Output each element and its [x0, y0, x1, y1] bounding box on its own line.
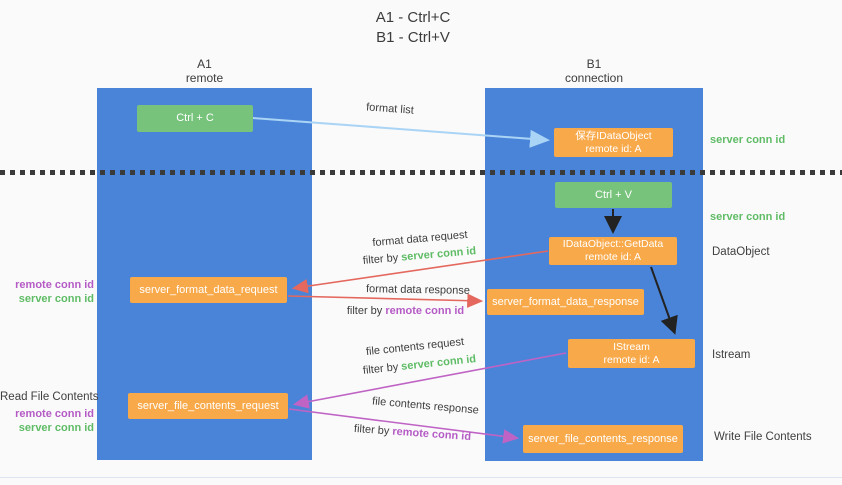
format-data-response-arrow — [287, 293, 484, 308]
ctrl-v-label: Ctrl + V — [595, 188, 632, 201]
getdata-line1: IDataObject::GetData — [562, 238, 664, 250]
read-file-contents-label: Read File Contents — [0, 391, 99, 403]
file-contents-response-label: file contents response — [371, 395, 480, 417]
ctrl-v-box: Ctrl + V — [555, 182, 672, 208]
istream-line1: IStream — [613, 340, 650, 353]
server-format-data-request-box: server_format_data_request — [130, 277, 287, 303]
format-list-label: format list — [365, 101, 415, 117]
dataobject-label: DataObject — [712, 246, 770, 258]
remote-conn-id-key: remote conn id — [391, 425, 472, 444]
getdata-box: IDataObject::GetData remote id: A — [549, 237, 677, 265]
server-file-contents-response-label: server_file_contents_response — [528, 432, 678, 445]
server-conn-id-label: server conn id — [18, 421, 94, 434]
server-file-contents-response-box: server_file_contents_response — [523, 425, 683, 453]
save-dataobject-line1: 保存IDataObject — [575, 129, 652, 142]
filter-by-text: filter by — [362, 251, 399, 267]
server-conn-id-label-top: server conn id — [710, 134, 786, 146]
title-line-1: A1 - Ctrl+C — [375, 9, 451, 26]
diagram-title: A1 - Ctrl+C B1 - Ctrl+V — [298, 8, 528, 48]
filter-by-text: filter by — [346, 305, 383, 317]
left-conn-id-pair-top: remote conn id server conn id — [0, 279, 94, 306]
server-conn-id-label: server conn id — [18, 292, 94, 305]
ctrl-c-box: Ctrl + C — [137, 105, 253, 132]
server-file-contents-request-label: server_file_contents_request — [137, 399, 279, 412]
write-file-contents-label: Write File Contents — [714, 431, 812, 443]
server-conn-id-key: server conn id — [400, 245, 477, 264]
filter-by-text: filter by — [362, 361, 399, 377]
save-dataobject-box: 保存IDataObject remote id: A — [554, 128, 673, 157]
title-line-2: B1 - Ctrl+V — [376, 29, 450, 46]
filter-by-text: filter by — [353, 422, 390, 438]
b1-subtitle: connection — [564, 71, 624, 85]
server-format-data-response-label: server_format_data_response — [492, 295, 639, 308]
istream-box: IStream remote id: A — [568, 339, 695, 368]
remote-conn-id-label: remote conn id — [15, 408, 94, 420]
server-conn-id-label-mid: server conn id — [710, 211, 786, 223]
istream-label: Istream — [712, 349, 751, 361]
left-conn-id-pair-bottom: remote conn id server conn id — [0, 408, 94, 435]
getdata-line2: remote id: A — [584, 251, 642, 263]
a1-subtitle: remote — [185, 71, 224, 85]
b1-column-header: B1 connection — [485, 57, 703, 85]
copy-paste-divider — [0, 170, 842, 175]
remote-conn-id-key: remote conn id — [385, 305, 465, 317]
save-dataobject-line2: remote id: A — [585, 142, 642, 155]
ctrl-c-label: Ctrl + C — [176, 112, 214, 124]
a1-name: A1 — [197, 57, 212, 71]
bottom-hairline — [0, 477, 842, 478]
server-format-data-response-box: server_format_data_response — [487, 289, 644, 315]
remote-conn-id-label: remote conn id — [15, 279, 94, 291]
format-data-response-label: format data response — [365, 283, 471, 297]
server-conn-id-key: server conn id — [400, 353, 477, 373]
a1-column-header: A1 remote — [97, 57, 312, 85]
server-file-contents-request-box: server_file_contents_request — [128, 393, 288, 419]
istream-line2: remote id: A — [603, 353, 660, 366]
server-format-data-request-label: server_format_data_request — [139, 283, 278, 296]
b1-name: B1 — [586, 57, 602, 71]
